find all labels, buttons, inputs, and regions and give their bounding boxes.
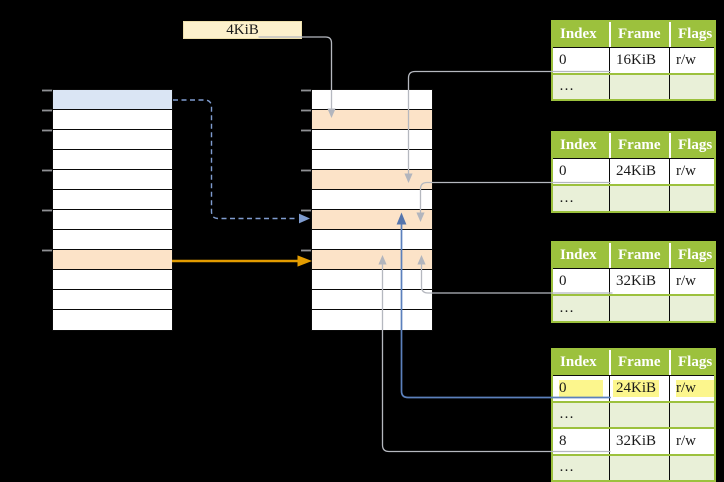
frame-table-cell	[669, 74, 714, 99]
frame-table-cell: r/w	[669, 376, 714, 401]
frame-table-header-cell: Index	[560, 26, 597, 42]
frame-table-header-cell: Index	[560, 137, 597, 153]
frame-table-row: …	[553, 294, 714, 321]
frame-table-cell	[669, 402, 714, 427]
page-table-entry-row	[312, 190, 432, 210]
frame-table-cell: r/w	[669, 48, 714, 73]
frame-table-cell	[669, 455, 714, 480]
page-table-entry-row	[53, 170, 172, 190]
page-table-entry-row	[53, 270, 172, 290]
orange-arrowhead-right-icon	[297, 255, 312, 267]
highlighted-value: 0	[559, 379, 603, 397]
frame-table-header-cell: Flags	[669, 22, 714, 47]
frame-table-row: 0 24KiB r/w	[553, 375, 714, 401]
page-table-entry-row	[312, 110, 432, 130]
frame-table-cell: …	[559, 78, 574, 95]
frame-table-cell: 32KiB	[609, 429, 669, 454]
page-table-entry-row	[312, 270, 432, 290]
page-table-entry-row	[312, 310, 432, 330]
frame-table-cell: 16KiB	[609, 48, 669, 73]
frame-table-header-cell: Flags	[669, 350, 714, 375]
highlighted-value: 24KiB	[613, 379, 660, 397]
page-table-entry-row	[53, 250, 172, 270]
frame-table-cell: 24KiB	[609, 159, 669, 184]
frame-table-cell	[609, 74, 669, 99]
frame-table-cell: 24KiB	[609, 376, 669, 401]
frame-table-cell: …	[559, 190, 574, 206]
page-table-entry-row	[312, 170, 432, 190]
frame-table-row: …	[553, 400, 714, 427]
page-table-entry-row	[53, 210, 172, 230]
frame-table-cell: 32KiB	[609, 269, 669, 294]
frame-table-cell	[609, 455, 669, 480]
frame-table-row: …	[553, 184, 714, 211]
frame-table-cell: …	[559, 459, 574, 476]
page-table-entry-row	[312, 290, 432, 310]
frame-table-header-cell: Index	[560, 247, 597, 263]
frame-table-cell: …	[559, 406, 574, 423]
frame-table-cell	[609, 186, 669, 211]
frame-table-cell: 8	[559, 432, 567, 449]
frame-table-cell	[669, 296, 714, 321]
frame-table-header-cell: Index	[560, 354, 597, 370]
frame-table-cell	[609, 402, 669, 427]
frame-table-header-cell: Frame	[609, 22, 669, 47]
frame-table-cell: r/w	[669, 429, 714, 454]
blue-dashed-arrowhead-right-icon	[299, 213, 310, 224]
page-size-label: 4KiB	[183, 21, 302, 39]
frame-table-header-cell: Frame	[609, 133, 669, 158]
page-table-entry-row	[53, 230, 172, 250]
frame-table-cell: …	[559, 300, 574, 316]
page-table-entry-row	[53, 150, 172, 170]
level-2-page-table	[52, 89, 173, 331]
frame-table-cell: 0	[559, 273, 567, 289]
page-table-entry-row	[312, 250, 432, 270]
frame-table-row: …	[553, 72, 714, 99]
frame-table-row: …	[553, 453, 714, 480]
highlighted-value: r/w	[676, 379, 714, 397]
frame-table-header-cell: Frame	[609, 243, 669, 268]
page-table-entry-row	[312, 130, 432, 150]
page-table-entry-row	[53, 110, 172, 130]
frame-table-cell	[669, 186, 714, 211]
level-1-page-table	[311, 89, 433, 331]
frame-table-cell	[609, 296, 669, 321]
page-table-entry-row	[53, 190, 172, 210]
frame-table-cell: 0	[559, 163, 567, 179]
frame-table-cell: 0	[553, 376, 609, 401]
page-table-entry-row	[312, 90, 432, 110]
page-table-entry-row	[53, 290, 172, 310]
frame-table-cell: r/w	[669, 159, 714, 184]
page-table-entry-row	[53, 310, 172, 330]
page-table-entry-row	[53, 90, 172, 110]
dashed-arrow-l2-entry1-to-l1-entry7	[173, 99, 298, 220]
page-table-entry-row	[312, 210, 432, 230]
frame-table-header-cell: Flags	[669, 133, 714, 158]
frame-table-cell: r/w	[669, 269, 714, 294]
page-table-entry-row	[312, 150, 432, 170]
page-table-entry-row	[53, 130, 172, 150]
frame-table-cell: 0	[559, 51, 567, 68]
frame-table-header-cell: Flags	[669, 243, 714, 268]
page-table-entry-row	[312, 230, 432, 250]
frame-table-header-cell: Frame	[609, 350, 669, 375]
